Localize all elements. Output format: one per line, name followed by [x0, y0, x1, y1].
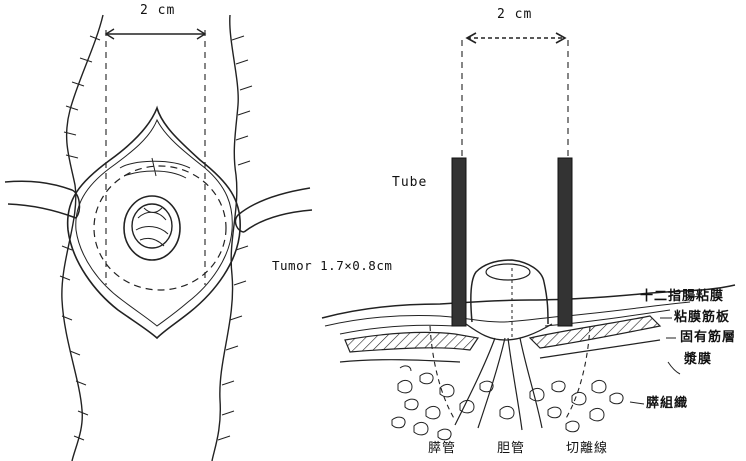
incision-outline — [68, 108, 241, 338]
pancreatic-duct — [455, 338, 505, 428]
right-width-label: 2 cm — [497, 8, 532, 21]
tumor-texture — [136, 208, 168, 246]
layer-label-duodenal-mucosa: 十二指腸粘膜 — [640, 290, 724, 303]
layer-label-muscularis-mucosae: 粘膜筋板 — [674, 311, 730, 324]
layer-label-serosa: 漿膜 — [684, 353, 712, 366]
papilla-tumor — [471, 260, 548, 324]
resection-circle — [94, 166, 226, 290]
bottom-label-pancreatic-duct: 膵管 — [428, 442, 456, 455]
bottom-label-resection-line: 切離線 — [566, 442, 608, 455]
duodenum-left-wall — [62, 15, 103, 461]
tube-label: Tube — [392, 176, 427, 189]
tumor-label: Tumor 1.7×0.8cm — [272, 260, 392, 273]
papilla-orifice — [486, 264, 530, 280]
duodenum-right-wall — [212, 15, 238, 461]
left-width-label: 2 cm — [140, 4, 175, 17]
layer-label-muscularis-propria: 固有筋層 — [680, 331, 736, 344]
right-wall-texture — [218, 36, 252, 440]
mucosal-folds — [120, 158, 190, 178]
pancreatic-tissue — [392, 366, 623, 440]
left-panel — [5, 15, 312, 461]
tumor-mass — [132, 204, 172, 248]
tube-right — [558, 158, 572, 326]
tube-left — [452, 158, 466, 326]
right-panel — [322, 33, 735, 440]
left-wall-texture — [60, 36, 100, 440]
muscle-layer-left — [345, 332, 478, 352]
right-retractor — [236, 188, 312, 232]
bottom-label-bile-duct: 胆管 — [497, 442, 525, 455]
layer-label-pancreatic-tissue: 膵組織 — [646, 397, 688, 410]
